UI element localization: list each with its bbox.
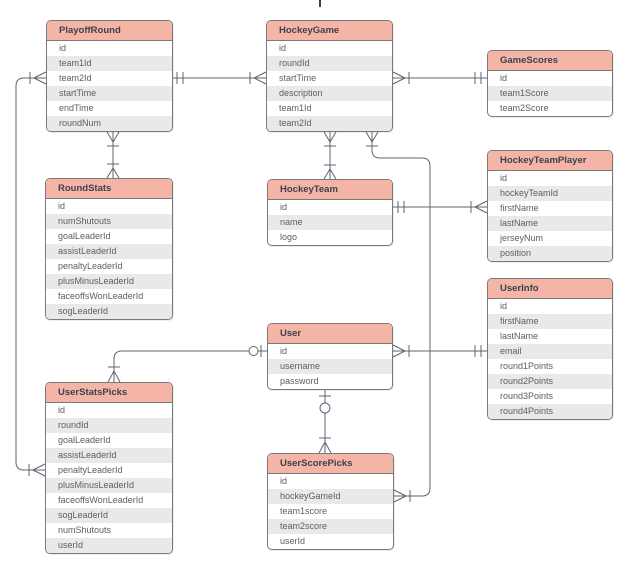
rel-hockeygame-gamescores bbox=[392, 71, 487, 85]
table-title: HockeyGame bbox=[267, 21, 392, 41]
table-field: sogLeaderId bbox=[46, 304, 172, 319]
table-title: PlayoffRound bbox=[47, 21, 172, 41]
table-title: UserInfo bbox=[488, 279, 612, 299]
table-field: startTime bbox=[279, 73, 317, 83]
table-fields: id hockeyTeamId firstName lastName jerseyNum… bbox=[488, 171, 612, 261]
table-fields: id firstName lastName email round1Points roun… bbox=[488, 299, 612, 419]
table-field: jerseyNum bbox=[500, 233, 544, 243]
cropped-text-fragment bbox=[319, 0, 321, 7]
table-field: id bbox=[500, 301, 508, 311]
table-field: team2Score bbox=[500, 103, 549, 113]
table-userstatspicks[interactable]: UserStatsPicks id roundId goalLeaderId assi… bbox=[45, 382, 173, 554]
table-fields: id name logo bbox=[268, 200, 392, 245]
table-title: UserStatsPicks bbox=[46, 383, 172, 403]
table-field: penaltyLeaderId bbox=[58, 465, 123, 475]
table-field: lastName bbox=[500, 331, 539, 341]
table-title: HockeyTeam bbox=[268, 180, 392, 200]
table-field: round2Points bbox=[488, 374, 612, 389]
table-field: goalLeaderId bbox=[58, 231, 111, 241]
table-field: sogLeaderId bbox=[46, 508, 172, 523]
table-field: penaltyLeaderId bbox=[58, 261, 123, 271]
table-field: email bbox=[488, 344, 612, 359]
table-title: HockeyTeamPlayer bbox=[488, 151, 612, 171]
table-field: endTime bbox=[59, 103, 94, 113]
table-field: position bbox=[488, 246, 612, 261]
table-fields: id username password bbox=[268, 344, 392, 389]
table-fields: id team1Id team2Id startTime endTime roundNum bbox=[47, 41, 172, 131]
table-fields: id numShutouts goalLeaderId assistLeaderId p… bbox=[46, 199, 172, 319]
table-field: assistLeaderId bbox=[46, 244, 172, 259]
table-hockeyteam[interactable]: HockeyTeam id name logo bbox=[267, 179, 393, 246]
table-field: round4Points bbox=[488, 404, 612, 419]
table-field: team1Score bbox=[488, 86, 612, 101]
table-field: userId bbox=[46, 538, 172, 553]
table-field: userId bbox=[280, 536, 306, 546]
table-field: numShutouts bbox=[58, 525, 112, 535]
table-field: team1Id bbox=[47, 56, 172, 71]
table-title: User bbox=[268, 324, 392, 344]
rel-hockeyteam-hockeyteamplayer bbox=[393, 200, 488, 214]
table-field: id bbox=[58, 405, 66, 415]
table-field: firstName bbox=[488, 314, 612, 329]
table-field: id bbox=[280, 476, 288, 486]
table-field: description bbox=[267, 86, 392, 101]
table-user[interactable]: User id username password bbox=[267, 323, 393, 390]
table-field: faceoffsWonLeaderId bbox=[58, 291, 144, 301]
table-field: firstName bbox=[500, 203, 539, 213]
table-fields: id hockeyGameId team1score team2score userId bbox=[268, 474, 393, 549]
table-field: roundNum bbox=[47, 116, 172, 131]
table-field: round3Points bbox=[500, 391, 554, 401]
table-field: id bbox=[500, 73, 508, 83]
table-field: team2Id bbox=[59, 73, 92, 83]
table-field: assistLeaderId bbox=[46, 448, 172, 463]
table-field: id bbox=[59, 43, 67, 53]
table-field: team1score bbox=[280, 506, 328, 516]
table-hockeyteamplayer[interactable]: HockeyTeamPlayer id hockeyTeamId firstName… bbox=[487, 150, 613, 262]
table-field: password bbox=[280, 376, 319, 386]
table-field: roundId bbox=[46, 418, 172, 433]
table-field: team1Id bbox=[279, 103, 312, 113]
table-field: id bbox=[280, 202, 288, 212]
table-fields: id roundId startTime description team1Id team… bbox=[267, 41, 392, 131]
table-field: faceoffsWonLeaderId bbox=[58, 495, 144, 505]
table-gamescores[interactable]: GameScores id team1Score team2Score bbox=[487, 50, 613, 117]
table-userinfo[interactable]: UserInfo id firstName lastName email round1P… bbox=[487, 278, 613, 420]
rel-hockeygame-hockeyteam bbox=[323, 131, 337, 180]
table-field: id bbox=[280, 346, 288, 356]
rel-playoffround-roundstats bbox=[106, 131, 120, 179]
table-field: plusMinusLeaderId bbox=[46, 274, 172, 289]
table-field: team2Id bbox=[267, 116, 392, 131]
table-field: id bbox=[500, 173, 508, 183]
table-userscorepicks[interactable]: UserScorePicks id hockeyGameId team1score t… bbox=[267, 453, 394, 550]
table-hockeygame[interactable]: HockeyGame id roundId startTime description… bbox=[266, 20, 393, 132]
table-fields: id roundId goalLeaderId assistLeaderId penal… bbox=[46, 403, 172, 553]
table-field: hockeyTeamId bbox=[488, 186, 612, 201]
table-field: roundId bbox=[267, 56, 392, 71]
table-field: hockeyGameId bbox=[268, 489, 393, 504]
table-field: round1Points bbox=[500, 361, 554, 371]
rel-user-userscorepicks bbox=[318, 390, 332, 454]
table-roundstats[interactable]: RoundStats id numShutouts goalLeaderId assi… bbox=[45, 178, 173, 320]
table-playoffround[interactable]: PlayoffRound id team1Id team2Id startTime en… bbox=[46, 20, 173, 132]
table-title: RoundStats bbox=[46, 179, 172, 199]
table-field: startTime bbox=[47, 86, 172, 101]
table-field: id bbox=[279, 43, 287, 53]
table-title: GameScores bbox=[488, 51, 612, 71]
table-field: lastName bbox=[488, 216, 612, 231]
table-title: UserScorePicks bbox=[268, 454, 393, 474]
rel-user-userinfo bbox=[392, 344, 487, 358]
rel-playoffround-userstatspicks bbox=[15, 71, 47, 477]
table-field: team2score bbox=[268, 519, 393, 534]
table-field: name bbox=[268, 215, 392, 230]
table-field: id bbox=[58, 201, 66, 211]
table-field: logo bbox=[280, 232, 298, 242]
rel-playoffround-hockeygame bbox=[173, 71, 267, 85]
table-field: goalLeaderId bbox=[58, 435, 111, 445]
rel-user-userstatspicks bbox=[107, 345, 267, 383]
table-fields: id team1Score team2Score bbox=[488, 71, 612, 116]
table-field: username bbox=[268, 359, 392, 374]
table-field: numShutouts bbox=[46, 214, 172, 229]
table-field: plusMinusLeaderId bbox=[46, 478, 172, 493]
